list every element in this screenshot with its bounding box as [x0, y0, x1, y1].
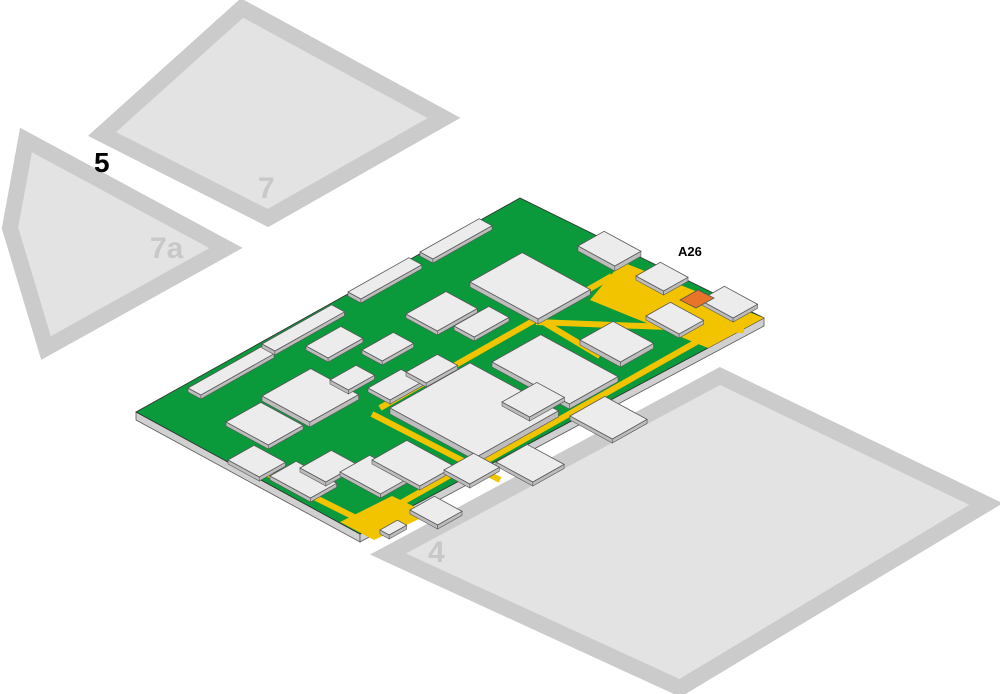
booth[interactable] [577, 230, 642, 267]
booth[interactable] [405, 353, 459, 384]
booth-blocks [187, 218, 759, 540]
hall-4-label: 4 [428, 536, 445, 569]
booth[interactable] [379, 519, 408, 536]
booth[interactable] [419, 218, 493, 260]
booth[interactable] [569, 395, 648, 440]
stand-a26[interactable]: A26 [678, 244, 715, 309]
booth[interactable] [453, 305, 510, 338]
booth[interactable] [305, 325, 364, 359]
booth[interactable] [347, 257, 423, 300]
stand-a26-label: A26 [678, 244, 702, 259]
booth[interactable] [409, 495, 463, 526]
booth[interactable] [443, 452, 501, 485]
hall-4-outline[interactable]: 4 [370, 367, 1000, 694]
booth[interactable] [329, 364, 376, 391]
booth[interactable] [269, 460, 338, 499]
booth[interactable] [469, 252, 592, 320]
hall-5-label: 5 [94, 147, 110, 178]
booth[interactable] [389, 362, 560, 457]
booth[interactable] [225, 401, 304, 446]
booth[interactable] [645, 301, 705, 335]
hall-7-label: 7 [258, 172, 275, 205]
hall-7-outline[interactable]: 7 [87, 0, 461, 228]
booth[interactable] [699, 285, 759, 319]
booth[interactable] [361, 331, 415, 362]
booth[interactable] [579, 320, 655, 363]
booth[interactable] [227, 444, 287, 478]
booth[interactable] [495, 443, 565, 483]
booth[interactable] [261, 304, 346, 352]
hall-7a-label: 7a [150, 232, 184, 265]
hall-7a-outline[interactable]: 7a [1, 127, 243, 360]
booth[interactable] [405, 291, 479, 332]
booth[interactable] [635, 261, 689, 292]
booth[interactable] [501, 381, 566, 418]
